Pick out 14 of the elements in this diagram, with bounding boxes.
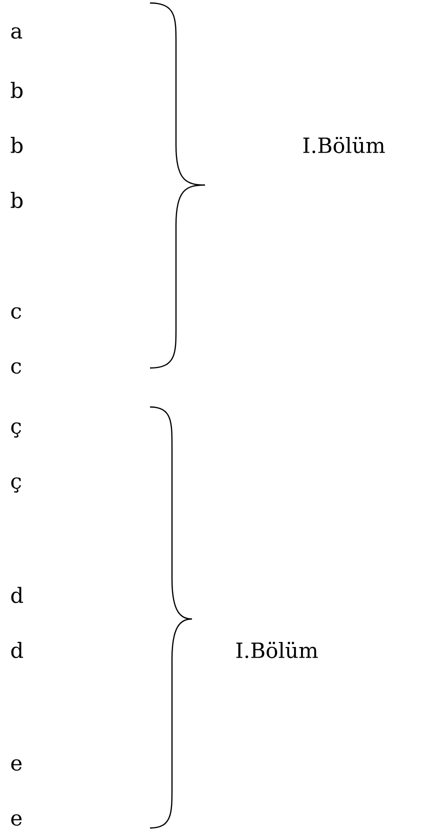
section-label: I.Bölüm [303, 136, 385, 154]
section-label: I.Bölüm [236, 642, 318, 658]
letter-label: ç [11, 422, 21, 438]
letter-label: d [11, 642, 24, 658]
letter-label: e [11, 814, 22, 826]
letter-label: ç [11, 477, 21, 493]
letter-label: e [11, 759, 22, 771]
letter-label: b [10, 136, 23, 154]
letter-label: a [11, 27, 22, 39]
letter-label: b [10, 192, 23, 208]
letter-label: c [11, 307, 21, 319]
letter-label: d [11, 586, 24, 604]
letter-label: c [11, 362, 21, 374]
letter-label: b [10, 82, 23, 98]
